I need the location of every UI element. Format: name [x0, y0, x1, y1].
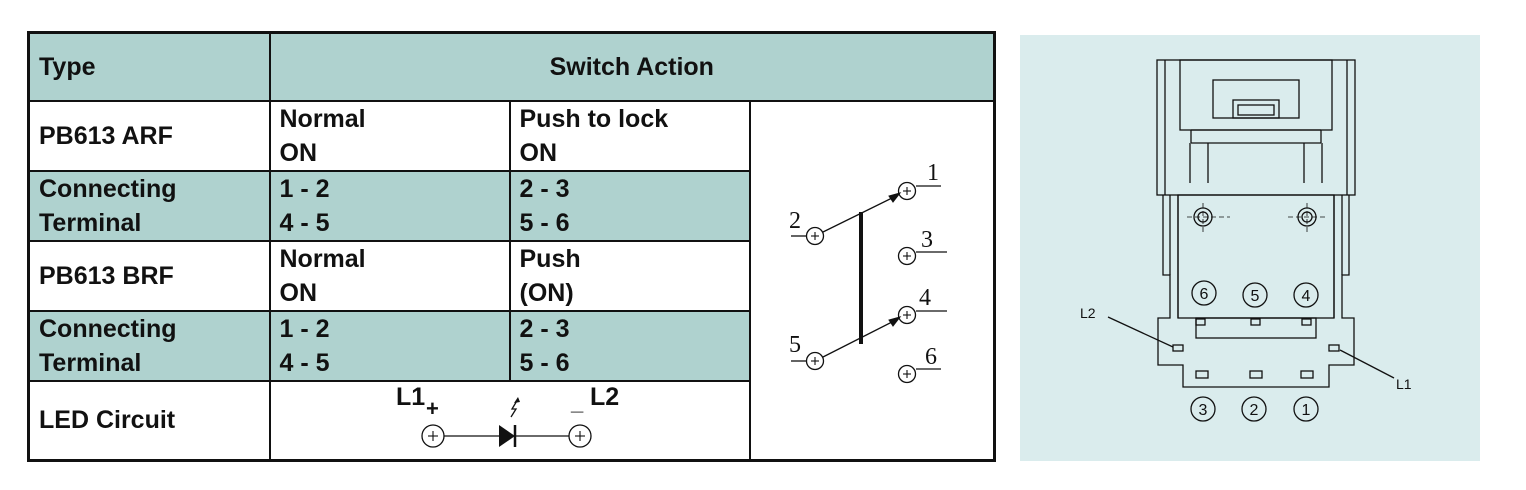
- terminal-number-6: 6: [1200, 286, 1209, 303]
- terminal-number-1: 1: [1302, 402, 1311, 419]
- row-type-pb613-brf: PB613 BRF: [27, 239, 271, 313]
- terminal-view-drawing: 6 5 4 3 2 1 L2 L1: [1080, 59, 1412, 422]
- switch-spec-table: Type Switch Action PB613 ARF Normal ON P…: [27, 31, 997, 462]
- led-circuit-cell: L1 + _ L2: [268, 380, 751, 461]
- terminal-number-4: 4: [1302, 288, 1311, 305]
- arf-push-label: Push to lock: [519, 104, 669, 133]
- pin-label-6: 6: [925, 344, 937, 370]
- led-l1-label: L1: [396, 383, 425, 411]
- arf-push-cell: Push to lock ON: [508, 99, 751, 172]
- led-l2-label: L2: [590, 383, 619, 411]
- terminal-number-3: 3: [1199, 402, 1208, 419]
- pin-label-4: 4: [919, 285, 931, 311]
- arf-normal-label: Normal: [279, 104, 366, 133]
- arf-push-state: ON: [519, 138, 558, 167]
- led-terminal-l2-label: L2: [1080, 305, 1096, 321]
- header-switch-action-cell: Switch Action: [268, 31, 996, 102]
- led-terminal-l1-label: L1: [1396, 376, 1412, 392]
- pin-label-3: 3: [921, 227, 933, 253]
- terminal-bottom-view-panel: 6 5 4 3 2 1 L2 L1: [1020, 35, 1480, 461]
- pin-label-1: 1: [927, 160, 939, 186]
- pin-label-2: 2: [789, 208, 801, 234]
- led-circuit-diagram: L1 + _ L2: [396, 383, 619, 449]
- row-type-pb613-arf: PB613 ARF: [27, 99, 271, 172]
- terminal-number-2: 2: [1250, 402, 1259, 419]
- arf-normal-cell: Normal ON: [268, 99, 511, 172]
- header-type-cell: Type: [27, 31, 271, 102]
- arf-normal-state: ON: [279, 138, 318, 167]
- row-type-led-circuit: LED Circuit: [27, 380, 271, 461]
- switch-schematic: 1 2 3 4 5 6: [789, 160, 947, 383]
- led-minus-sign: _: [570, 390, 584, 415]
- pin-label-5: 5: [789, 332, 801, 358]
- schematic-cell: 1 2 3 4 5 6: [748, 99, 996, 461]
- brf-push-cell: Push(ON): [508, 239, 751, 313]
- terminal-number-5: 5: [1251, 288, 1260, 305]
- led-plus-sign: +: [426, 396, 439, 421]
